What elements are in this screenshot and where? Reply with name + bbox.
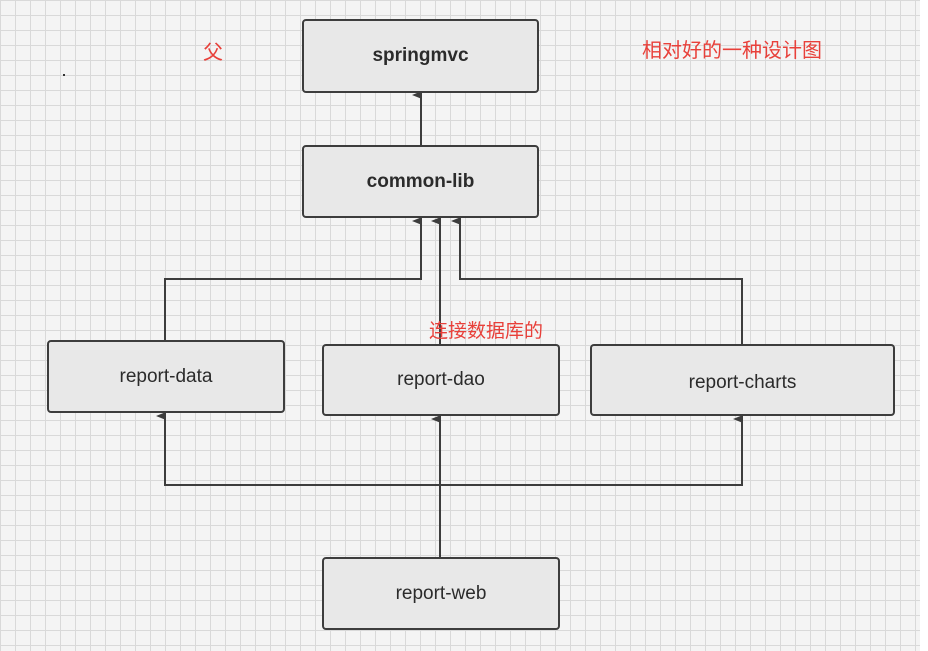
note-parent: 父 (203, 42, 223, 64)
stray-dot (63, 74, 65, 76)
node-report-dao[interactable]: report-dao (322, 344, 560, 416)
node-common-lib-label: common-lib (366, 170, 475, 192)
edge-reportweb-to-reportdata (156, 412, 440, 486)
node-report-web[interactable]: report-web (322, 557, 560, 630)
edge-reportcharts-to-commonlib (451, 217, 743, 344)
note-db: 连接数据库的 (429, 321, 544, 342)
edge-reportweb-to-reportcharts (440, 415, 743, 486)
node-common-lib[interactable]: common-lib (302, 145, 539, 218)
note-title: 相对好的一种设计图 (642, 40, 822, 62)
edge-reportdata-to-commonlib (164, 217, 422, 340)
node-report-data-label: report-data (119, 365, 213, 387)
node-report-dao-label: report-dao (397, 369, 485, 390)
canvas-edge (920, 0, 928, 651)
node-springmvc[interactable]: springmvc (302, 19, 539, 93)
node-report-charts-label: report-charts (688, 372, 797, 393)
node-report-web-label: report-web (395, 582, 487, 604)
node-report-charts[interactable]: report-charts (590, 344, 895, 416)
node-report-data[interactable]: report-data (47, 340, 285, 413)
node-springmvc-label: springmvc (372, 45, 469, 66)
